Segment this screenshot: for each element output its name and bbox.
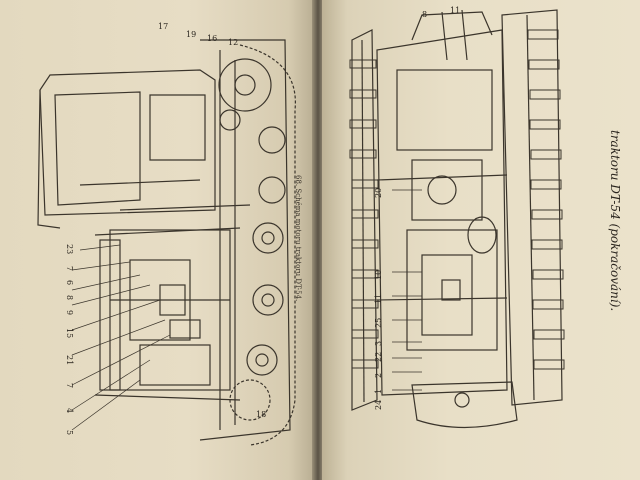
label: 15 <box>65 328 74 339</box>
left-page: 23 7 6 8 9 15 21 7 4 5 17 19 16 12 18 68… <box>0 0 314 480</box>
label: 24 <box>374 399 383 410</box>
label: 3 <box>374 340 383 346</box>
label: 5 <box>65 430 74 436</box>
label: 8 <box>422 10 428 19</box>
label: 7 <box>65 266 74 272</box>
label: 22 <box>374 351 383 362</box>
right-page: 8 11 20 10 11 25 3 22 2 1 24 traktoru DT… <box>322 0 640 480</box>
label: 20 <box>374 187 383 198</box>
label: 2 <box>374 372 383 378</box>
label: 23 <box>65 244 74 255</box>
label: 10 <box>374 269 383 280</box>
label: 11 <box>374 293 383 304</box>
label: 1 <box>374 388 383 394</box>
label: 12 <box>228 38 239 47</box>
label: 8 <box>65 295 74 301</box>
tractor-side-drawing <box>37 39 296 446</box>
label: 18 <box>256 410 267 419</box>
label: 21 <box>65 355 74 366</box>
label: 6 <box>65 280 74 286</box>
figure-caption: traktoru DT-54 (pokračování). <box>608 130 622 312</box>
label: 4 <box>65 408 74 414</box>
label: 16 <box>207 34 218 43</box>
label: 19 <box>186 30 197 39</box>
label: 11 <box>450 6 461 15</box>
label: 17 <box>158 22 169 31</box>
label: 7 <box>65 383 74 389</box>
book-gutter <box>312 0 324 480</box>
figure-caption: 68. Schéma motoru traktoru DT-54. <box>294 175 302 302</box>
label: 25 <box>374 317 383 328</box>
label: 9 <box>65 310 74 316</box>
tractor-top-drawing <box>349 9 565 429</box>
